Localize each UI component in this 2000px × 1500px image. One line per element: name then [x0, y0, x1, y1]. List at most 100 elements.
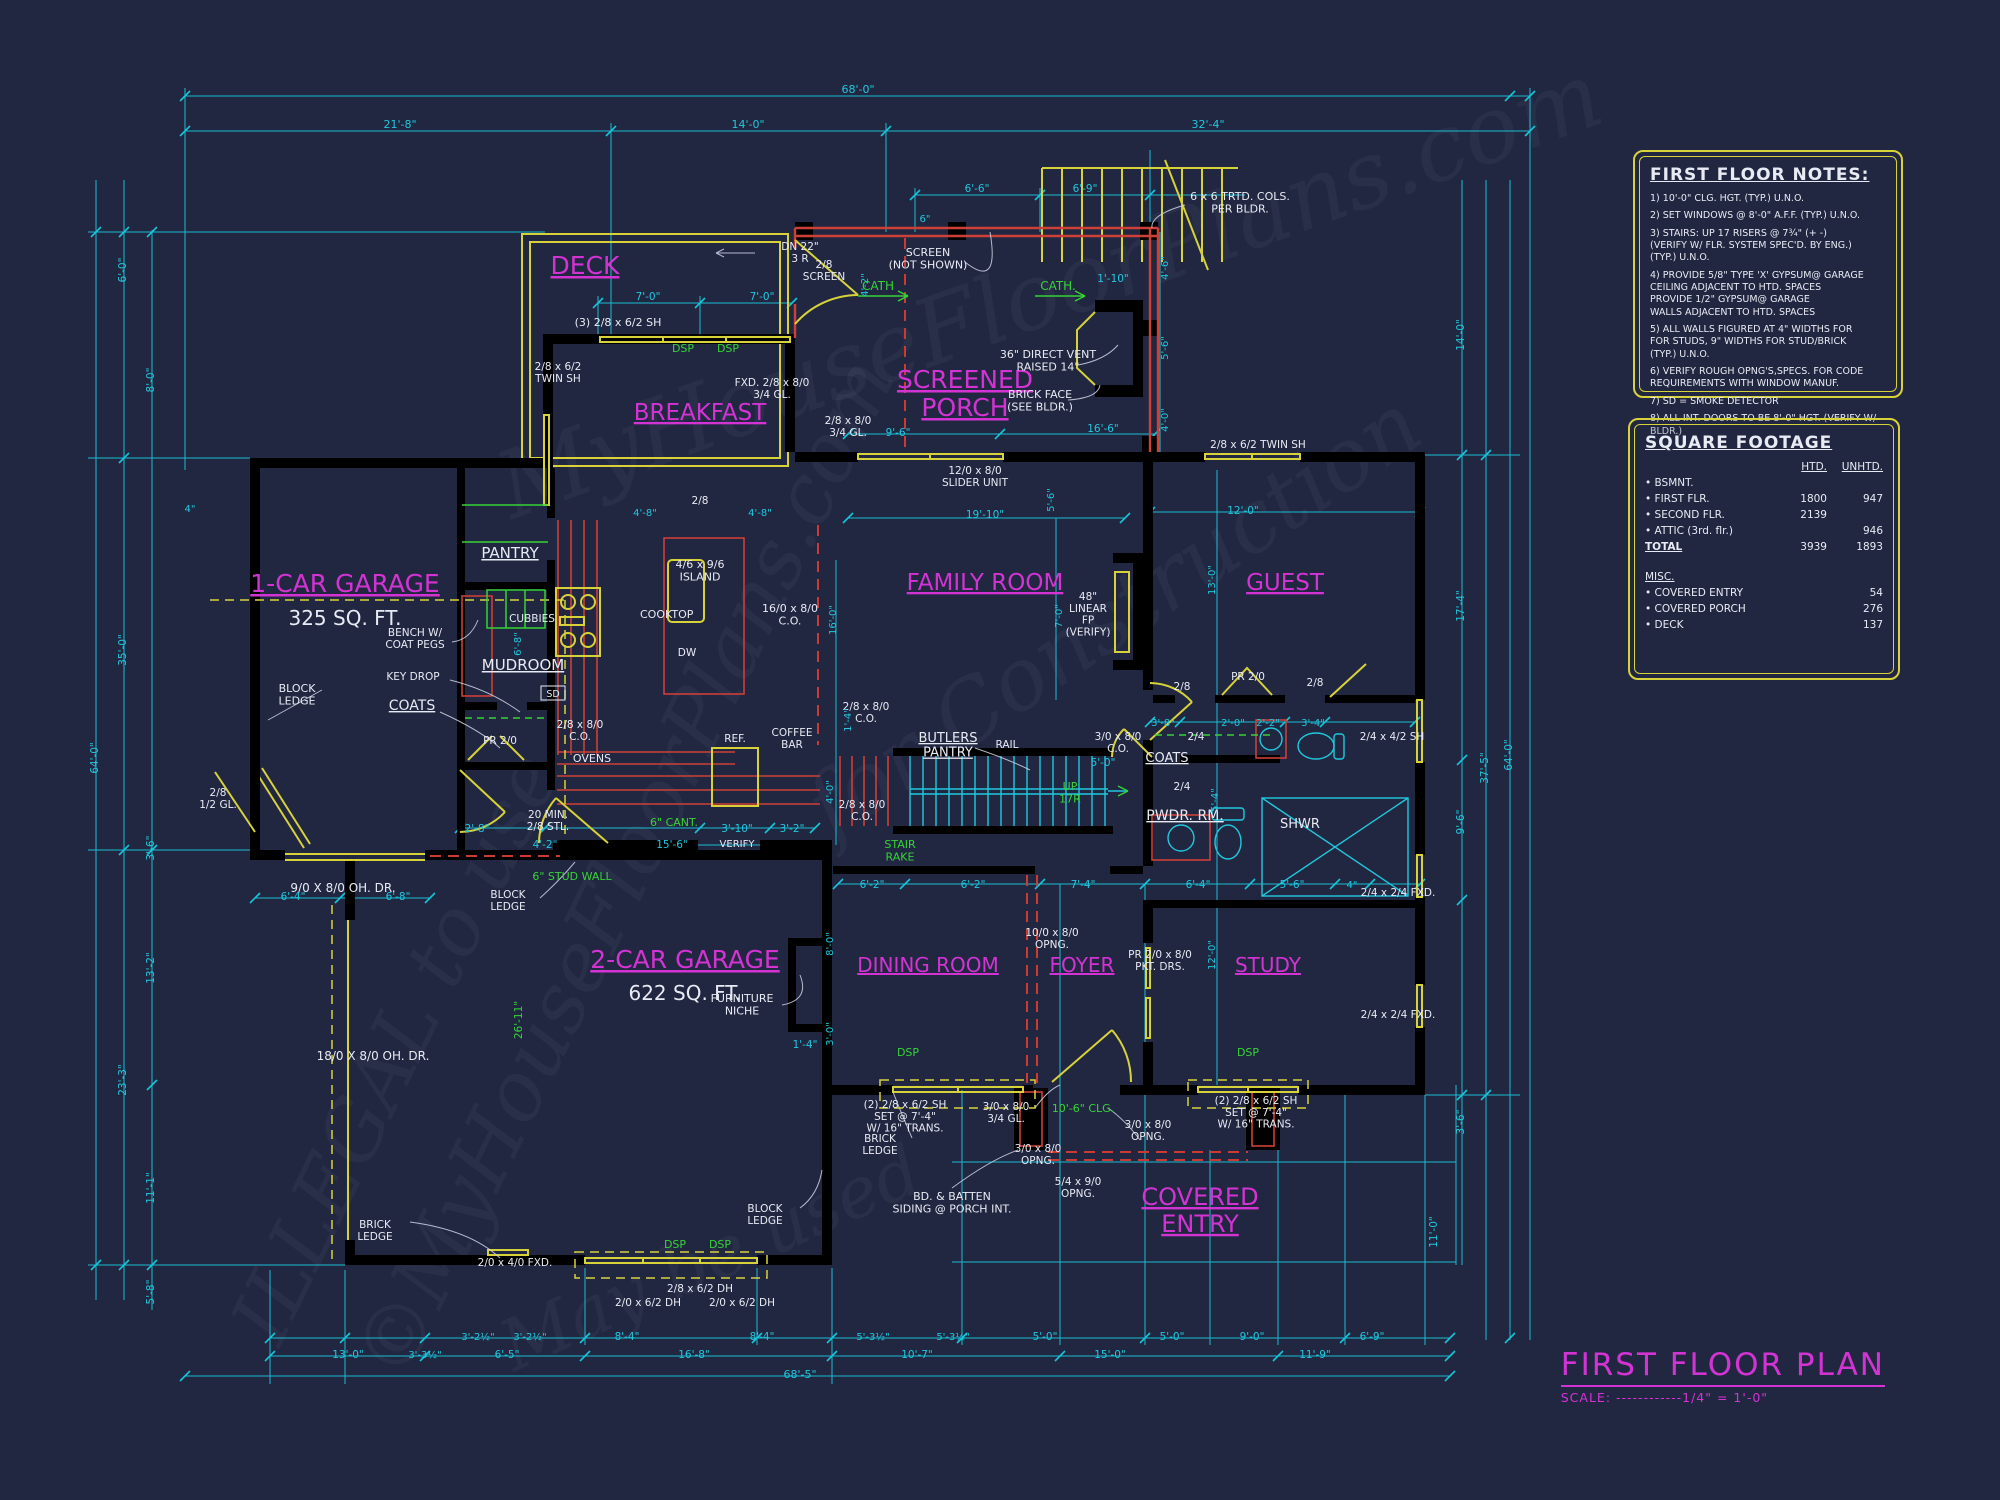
- dim-14-0-top: 14'-0": [731, 118, 764, 131]
- note-stud-wall: 6" STUD WALL: [532, 870, 612, 883]
- area-2-car-garage: 622 SQ. FT.: [628, 981, 741, 1005]
- room-label-2-car-garage: 2-CAR GARAGE: [590, 945, 779, 974]
- dim-64-0-left: 64'-0": [89, 742, 101, 774]
- dim-13-2-left: 13'-2": [145, 952, 157, 984]
- label-dishwasher: DW: [678, 647, 697, 659]
- dim-3-6-right: 3'-6": [1455, 1110, 1467, 1135]
- notes-list: 1) 10'-0" CLG. HGT. (TYP.) U.N.O.2) SET …: [1650, 193, 1886, 438]
- door-2-4-powder: 2/4: [1188, 731, 1205, 743]
- note-item: 7) SD = SMOKE DETECTOR: [1650, 395, 1779, 407]
- dim-13-0-guest: 13'-0": [1207, 565, 1218, 595]
- label-cooktop: COOKTOP: [640, 608, 694, 621]
- sqft-total-unhtd: 1893: [1856, 541, 1883, 553]
- dim-11-1-left: 11'-1": [145, 1172, 157, 1204]
- green-linework-layer: [462, 290, 1275, 797]
- dim-8-0-left: 8'-0": [145, 368, 157, 393]
- fixtures-layer: [909, 727, 1409, 897]
- note-down-risers: DN 22"3 R: [781, 241, 818, 265]
- dim-14-0-right: 14'-0": [1455, 319, 1467, 351]
- dim-9-6-right: 9'-6": [1455, 810, 1467, 835]
- dim-1-4-niche: 1'-4": [793, 1039, 818, 1051]
- dim-5-3h-a: 5'-3½": [856, 1331, 889, 1343]
- door-overhead-9-0: 9/0 X 8/0 OH. DR.: [290, 881, 395, 895]
- dim-7-0-family: 7'-0": [1054, 604, 1065, 628]
- room-label-deck: DECK: [551, 251, 621, 280]
- square-footage-panel: SQUARE FOOTAGE HTD. UNHTD. • BSMNT.• FIR…: [1628, 418, 1900, 680]
- note-item: 4) PROVIDE 5/8" TYPE 'X' GYPSUM@ GARAGE …: [1650, 269, 1864, 318]
- note-screen-not-shown: SCREEN(NOT SHOWN): [889, 246, 968, 271]
- dim-68-0: 68'-0": [841, 83, 874, 96]
- sqft-row-label: • FIRST FLR.: [1645, 493, 1710, 505]
- dim-6-8-mud: 6'-8": [513, 632, 524, 656]
- dim-5-6-family: 5'-6": [1046, 488, 1057, 512]
- dim-1-4-a: 1'-4": [843, 708, 854, 732]
- door-2-8-hall-right: 2/8: [1307, 677, 1324, 689]
- dim-3-10: 3'-10": [721, 823, 753, 835]
- dim-3-2: 3'-2": [780, 823, 805, 835]
- note-dsp-2: DSP: [717, 342, 739, 355]
- label-smoke-detector: SD: [546, 689, 559, 700]
- dim-11-9: 11'-9": [1299, 1349, 1331, 1361]
- label-cubbies: CUBBIES: [509, 613, 555, 625]
- note-dsp-4: DSP: [1237, 1046, 1259, 1059]
- window-2-0-fixed: 2/0 x 4/0 FXD.: [478, 1257, 553, 1269]
- red-linework-layer: [430, 226, 1287, 1161]
- sqft-row-htd: 1800: [1800, 493, 1827, 505]
- sqft-misc-label: • COVERED PORCH: [1645, 603, 1746, 615]
- first-floor-notes-panel: FIRST FLOOR NOTES: 1) 10'-0" CLG. HGT. (…: [1633, 150, 1903, 437]
- dim-23-3-left: 23'-3": [117, 1064, 129, 1096]
- dim-12-0-guest: 12'-0": [1227, 505, 1259, 517]
- dim-5-3h-b: 5'-3½": [936, 1331, 969, 1343]
- dim-3-0-dining: 3'-0": [825, 1022, 836, 1046]
- label-rail: RAIL: [996, 739, 1019, 751]
- window-3-2-8-6-2: (3) 2/8 x 6/2 SH: [575, 316, 662, 329]
- dim-3-2h-b: 3'-2½": [513, 1331, 546, 1343]
- dim-6-2-a: 6'-2": [860, 879, 885, 891]
- dim-3-4-hall: 3'-4": [1301, 718, 1325, 729]
- room-label-dining-room: DINING ROOM: [857, 953, 999, 977]
- dim-6-9-bottom: 6'-9": [1360, 1331, 1385, 1343]
- dim-16-8: 16'-8": [678, 1349, 710, 1361]
- sqft-row-htd: [1771, 477, 1827, 489]
- dim-9-0: 9'-0": [1240, 1331, 1265, 1343]
- room-label-foyer: FOYER: [1050, 953, 1115, 977]
- dim-3-3h: 3'-3½": [408, 1349, 441, 1361]
- dimension-lines-layer: [88, 88, 1531, 1384]
- door-2-8-kitchen: 2/8: [692, 495, 709, 507]
- note-dsp-1: DSP: [672, 342, 694, 355]
- sqft-row-unhtd: 947: [1862, 493, 1883, 505]
- note-verify: VERIFY: [720, 839, 756, 850]
- sqft-panel-title: SQUARE FOOTAGE: [1645, 433, 1833, 453]
- door-pr-2-0-hall: PR 2/0: [1231, 671, 1265, 683]
- room-label-family-room: FAMILY ROOM: [907, 570, 1064, 596]
- sqft-row-htd: [1771, 525, 1827, 537]
- door-pr-2-0-mudroom: PR 2/0: [483, 735, 517, 747]
- window-2-4-fxd-2: 2/4 x 2/4 FXD.: [1361, 1009, 1436, 1021]
- room-label-guest: GUEST: [1246, 570, 1325, 596]
- note-cantilever: 6" CANT.: [650, 816, 698, 829]
- dim-15-6: 15'-6": [656, 839, 688, 851]
- yellow-linework-layer: [210, 239, 1423, 1279]
- dim-8-0-dining: 8'-0": [825, 932, 836, 956]
- dim-7-4: 7'-4": [1071, 879, 1096, 891]
- note-entry-ceiling: 10'-6" CLG.: [1052, 1102, 1114, 1115]
- dim-6-0-left: 6'-0": [117, 258, 129, 283]
- note-dsp-6: DSP: [709, 1238, 731, 1251]
- room-label-mudroom: MUDROOM: [482, 656, 564, 674]
- area-1-car-garage: 325 SQ. FT.: [288, 606, 401, 630]
